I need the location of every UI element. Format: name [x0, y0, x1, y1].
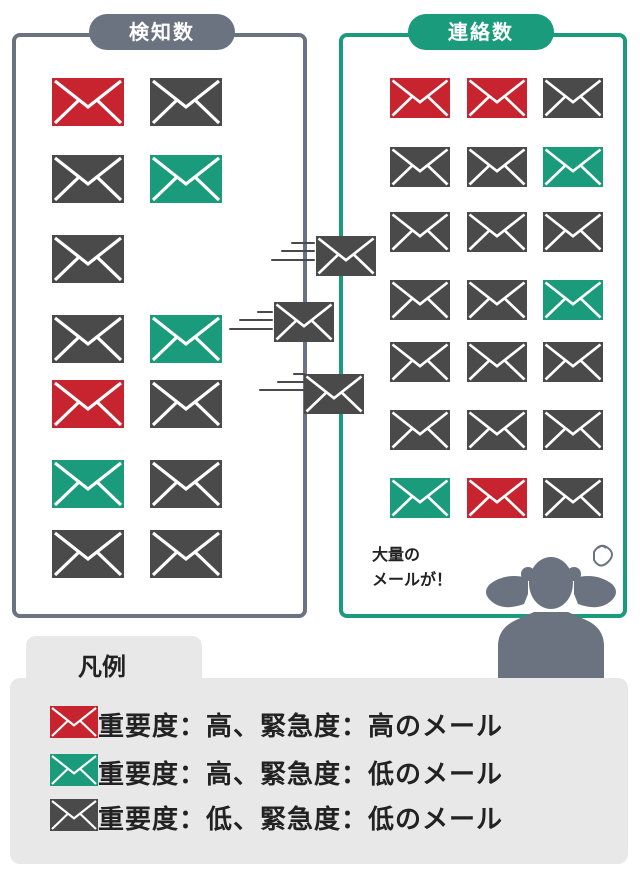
dark-envelope-icon [467, 212, 527, 256]
green-envelope-icon [543, 280, 603, 324]
red-envelope-icon [52, 78, 124, 130]
dark-envelope-icon [467, 410, 527, 454]
dark-envelope-icon [543, 78, 603, 122]
dark-envelope-icon [52, 235, 124, 287]
dark-envelope-icon [52, 530, 124, 582]
red-envelope-icon [50, 706, 98, 742]
green-envelope-icon [150, 315, 222, 367]
green-envelope-icon [390, 478, 450, 522]
dark-envelope-icon [543, 212, 603, 256]
dark-envelope-icon [390, 280, 450, 324]
legend-label: 重要度：高、緊急度：高のメール [98, 706, 503, 743]
green-envelope-icon [52, 460, 124, 512]
callout-text: 大量の メールが！ [372, 542, 452, 592]
legend-title: 凡例 [78, 647, 126, 682]
legend-label: 重要度：高、緊急度：低のメール [98, 754, 503, 791]
dark-envelope-icon [150, 460, 222, 512]
callout-line-1: 大量の [372, 545, 420, 564]
dark-envelope-icon [52, 155, 124, 207]
dark-envelope-icon [467, 280, 527, 324]
dark-envelope-icon [150, 78, 222, 130]
dark-envelope-icon [467, 147, 527, 191]
contacted-count-label: 連絡数 [408, 14, 554, 50]
green-envelope-icon [543, 147, 603, 191]
stressed-person-icon [476, 528, 626, 678]
dark-envelope-icon [390, 342, 450, 386]
dark-envelope-icon [150, 380, 222, 432]
dark-envelope-icon [390, 147, 450, 191]
dark-envelope-icon [543, 410, 603, 454]
green-envelope-icon [50, 754, 98, 790]
legend-item-red: 重要度：高、緊急度：高のメール [50, 704, 503, 744]
green-envelope-icon [150, 155, 222, 207]
callout-line-2: メールが！ [372, 570, 452, 589]
red-envelope-icon [52, 380, 124, 432]
dark-envelope-icon [390, 410, 450, 454]
dark-envelope-icon [390, 212, 450, 256]
red-envelope-icon [467, 78, 527, 122]
dark-envelope-icon [543, 342, 603, 386]
dark-envelope-icon [52, 315, 124, 367]
legend-item-green: 重要度：高、緊急度：低のメール [50, 752, 503, 792]
dark-envelope-icon [467, 342, 527, 386]
dark-envelope-icon [50, 799, 98, 835]
dark-envelope-icon [543, 478, 603, 522]
detected-count-label: 検知数 [89, 14, 235, 50]
dark-envelope-icon [150, 530, 222, 582]
speed-lines-icon [228, 230, 328, 410]
legend-label: 重要度：低、緊急度：低のメール [98, 799, 503, 836]
legend-item-dark: 重要度：低、緊急度：低のメール [50, 797, 503, 837]
red-envelope-icon [467, 478, 527, 522]
red-envelope-icon [390, 78, 450, 122]
